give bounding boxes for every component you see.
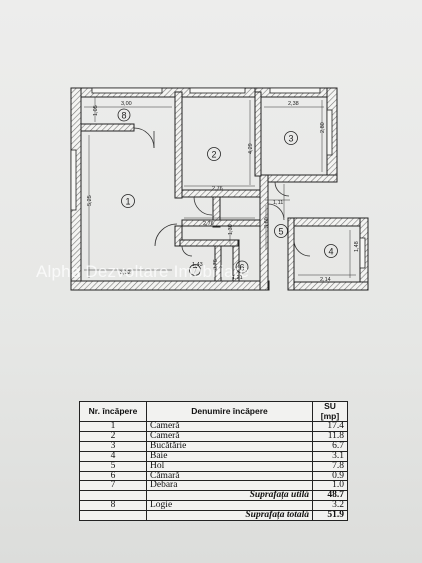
useful-area-row: Suprafața utilă 48.7 xyxy=(79,490,348,502)
table-row: 5 Hol 7.8 xyxy=(79,460,348,472)
cell-su: 11.8 xyxy=(312,430,348,442)
cell-nr: 6 xyxy=(79,470,147,482)
cell-name: Logie xyxy=(146,500,313,512)
room-markers: 1 2 3 4 5 6 7 xyxy=(117,108,338,276)
room-marker-8: 8 xyxy=(117,108,131,122)
column-header-nr: Nr. încăpere xyxy=(79,401,147,422)
cell-nr: 1 xyxy=(79,421,147,432)
table-row: 1 Cameră 17.4 xyxy=(79,421,348,432)
floor-plan: 3,00 1,05 2,38 2,80 4,29 5,25 2,76 2,76 … xyxy=(70,87,369,291)
room-marker-4: 4 xyxy=(324,244,338,258)
table-row: 2 Cameră 11.8 xyxy=(79,430,348,442)
dimension-label: 3,60 xyxy=(264,217,270,228)
room-marker-7: 7 xyxy=(189,264,201,276)
room-marker-3: 3 xyxy=(284,131,298,145)
column-header-su: SU [mp] xyxy=(312,401,348,422)
cell-su: 7.8 xyxy=(312,460,348,472)
room-number: 1 xyxy=(125,197,130,207)
dimension-label: 2,14 xyxy=(320,277,331,283)
table-row: 6 Cămară 0.9 xyxy=(79,470,348,482)
cell-name: Debara xyxy=(146,480,313,492)
room-marker-6: 6 xyxy=(235,260,249,274)
table-row: 3 Bucătărie 6.7 xyxy=(79,440,348,452)
cell-su: 6.7 xyxy=(312,440,348,452)
room-number: 7 xyxy=(192,266,197,276)
useful-area-value: 48.7 xyxy=(312,490,348,502)
total-area-value: 51.9 xyxy=(312,510,348,522)
cell-name: Cameră xyxy=(146,430,313,442)
room-number: 2 xyxy=(211,150,216,160)
dimension-label: 4,29 xyxy=(248,143,254,154)
room-number: 8 xyxy=(121,111,126,121)
dimension-lines xyxy=(84,97,356,278)
total-area-label: Suprafața totală xyxy=(146,510,313,522)
dimension-label: 0,76 xyxy=(213,259,219,270)
room-number: 4 xyxy=(328,247,333,257)
room-number: 5 xyxy=(278,227,283,237)
total-area-row: Suprafața totală 51.9 xyxy=(79,510,348,522)
cell-empty xyxy=(79,510,147,522)
table-row: 8 Logie 3.2 xyxy=(79,500,348,512)
dimension-label: 1,11 xyxy=(273,200,283,206)
useful-area-label: Suprafața utilă xyxy=(146,490,313,502)
cell-name: Cămară xyxy=(146,470,313,482)
table-header-row: Nr. încăpere Denumire încăpere SU [mp] xyxy=(79,401,348,422)
room-marker-2: 2 xyxy=(207,147,221,161)
dimension-label: 2,38 xyxy=(288,101,299,107)
cell-name: Hol xyxy=(146,460,313,472)
area-table: Nr. încăpere Denumire încăpere SU [mp] 1… xyxy=(79,401,348,522)
cell-name: Baie xyxy=(146,450,313,462)
room-marker-5: 5 xyxy=(274,224,288,238)
watermark: Alpha Dezvoltare Imobiliare xyxy=(36,262,250,281)
cell-name: Bucătărie xyxy=(146,440,313,452)
dimension-label: 2,76 xyxy=(203,221,214,227)
cell-nr: 5 xyxy=(79,460,147,472)
dimension-label: 1,30 xyxy=(228,224,234,235)
cell-nr: 8 xyxy=(79,500,147,512)
table-row: 4 Baie 3.1 xyxy=(79,450,348,462)
cell-su: 3.1 xyxy=(312,450,348,462)
cell-empty xyxy=(79,490,147,502)
dimension-label: 3,00 xyxy=(121,101,132,107)
cell-nr: 2 xyxy=(79,430,147,442)
dimension-label: 1,05 xyxy=(93,105,99,116)
cell-su: 17.4 xyxy=(312,421,348,432)
cell-nr: 3 xyxy=(79,440,147,452)
cell-su: 1.0 xyxy=(312,480,348,492)
dimension-label: 5,25 xyxy=(87,195,93,206)
cell-su: 0.9 xyxy=(312,470,348,482)
dimension-label: 1,21 xyxy=(232,275,243,281)
cell-nr: 4 xyxy=(79,450,147,462)
dimension-label: 1,48 xyxy=(354,241,360,252)
dimension-label: 2,80 xyxy=(320,122,326,133)
cell-nr: 7 xyxy=(79,480,147,492)
table-row: 7 Debara 1.0 xyxy=(79,480,348,492)
cell-su: 3.2 xyxy=(312,500,348,512)
column-header-name: Denumire încăpere xyxy=(146,401,313,422)
dimension-label: 3,32 xyxy=(120,270,131,276)
doors xyxy=(133,127,311,257)
room-number: 3 xyxy=(288,134,293,144)
room-marker-1: 1 xyxy=(121,194,135,208)
cell-name: Cameră xyxy=(146,421,313,432)
dimension-label: 2,76 xyxy=(212,186,223,192)
windows xyxy=(70,87,366,269)
room-number: 6 xyxy=(239,263,244,273)
